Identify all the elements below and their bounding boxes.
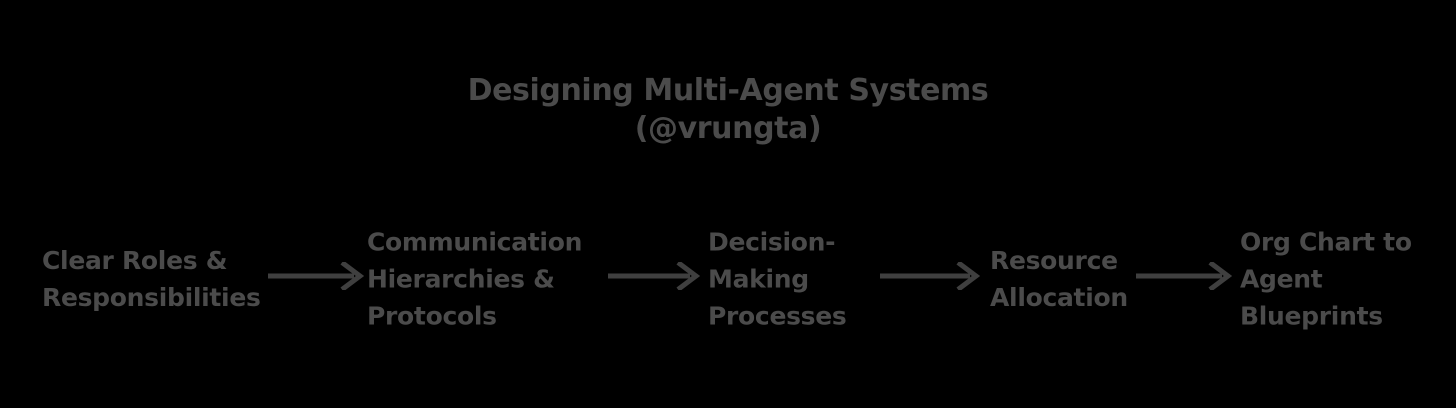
flow-node-label-line: Allocation [990,283,1128,312]
flow-node-label-line: Resource [990,246,1118,275]
author-handle: (@vrungta) [634,111,822,146]
arrow-right-icon [268,262,368,290]
flow-node-resource-allocation: Resource Allocation [990,214,1135,344]
arrow-right-icon [1136,262,1236,290]
flow-node-label-line: Communication [367,227,583,257]
flow-node-label-line: Protocols [367,301,497,331]
flow-node-label-line: Making [708,264,809,294]
flow-node-clear-roles-responsibilities: Clear Roles & Responsibilities [42,214,274,344]
title-block: Designing Multi-Agent Systems (@vrungta) [0,72,1456,148]
flow-node-label-line: Hierarchies & [367,264,555,294]
flow-node-communication-hierarchies-protocols: Communication Hierarchies & Protocols [367,214,602,344]
flow-node-label-line: Decision- [708,227,836,257]
flow-node-decision-making-processes: Decision- Making Processes [708,214,883,344]
flow-node-label-line: Blueprints [1240,301,1383,331]
flow-node-label-line: Agent [1240,264,1323,294]
arrow-right-icon [880,262,984,290]
flow-node-label-line: Clear Roles & [42,246,228,275]
flow-node-label-line: Org Chart to [1240,227,1412,257]
page-title: Designing Multi-Agent Systems [467,73,989,108]
flow-node-org-chart-to-agent-blueprints: Org Chart to Agent Blueprints [1240,214,1415,344]
process-flow: Clear Roles & Responsibilities Communica… [0,214,1456,344]
flow-node-label-line: Processes [708,301,847,331]
arrow-right-icon [608,262,704,290]
flow-node-label-line: Responsibilities [42,283,261,312]
